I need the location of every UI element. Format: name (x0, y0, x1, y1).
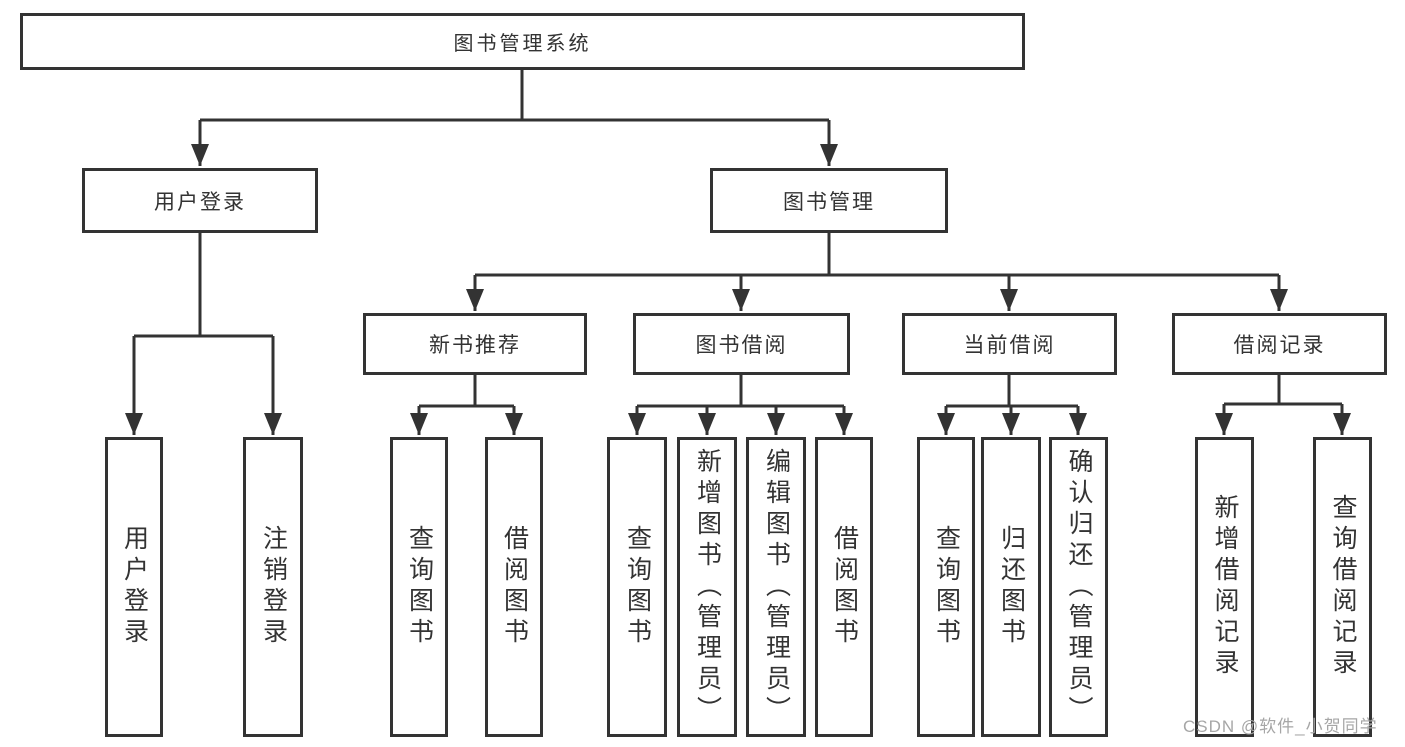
node-leaf-add-borrow-record: 新增借阅记录 (1195, 437, 1254, 737)
csdn-watermark: CSDN @软件_小贺同学 (1183, 717, 1378, 736)
node-leaf-user-login: 用户登录 (105, 437, 163, 737)
node-leaf-query-borrow-record: 查询借阅记录 (1313, 437, 1372, 737)
node-leaf-edit-books-admin: 编辑图书（管理员） (746, 437, 806, 737)
node-current-borrow: 当前借阅 (902, 313, 1117, 375)
node-leaf-confirm-return-admin: 确认归还（管理员） (1049, 437, 1108, 737)
node-leaf-return-books: 归还图书 (981, 437, 1041, 737)
node-book-mgmt: 图书管理 (710, 168, 948, 233)
node-book-borrow: 图书借阅 (633, 313, 850, 375)
node-root: 图书管理系统 (20, 13, 1025, 70)
node-leaf-add-books-admin: 新增图书（管理员） (677, 437, 737, 737)
node-leaf-borrow-books-2: 借阅图书 (815, 437, 873, 737)
node-leaf-query-books-2: 查询图书 (607, 437, 667, 737)
node-user-login: 用户登录 (82, 168, 318, 233)
node-leaf-borrow-books-1: 借阅图书 (485, 437, 543, 737)
node-leaf-logout: 注销登录 (243, 437, 303, 737)
node-borrow-records: 借阅记录 (1172, 313, 1387, 375)
node-leaf-query-books-1: 查询图书 (390, 437, 448, 737)
node-new-books: 新书推荐 (363, 313, 587, 375)
node-leaf-query-books-3: 查询图书 (917, 437, 975, 737)
